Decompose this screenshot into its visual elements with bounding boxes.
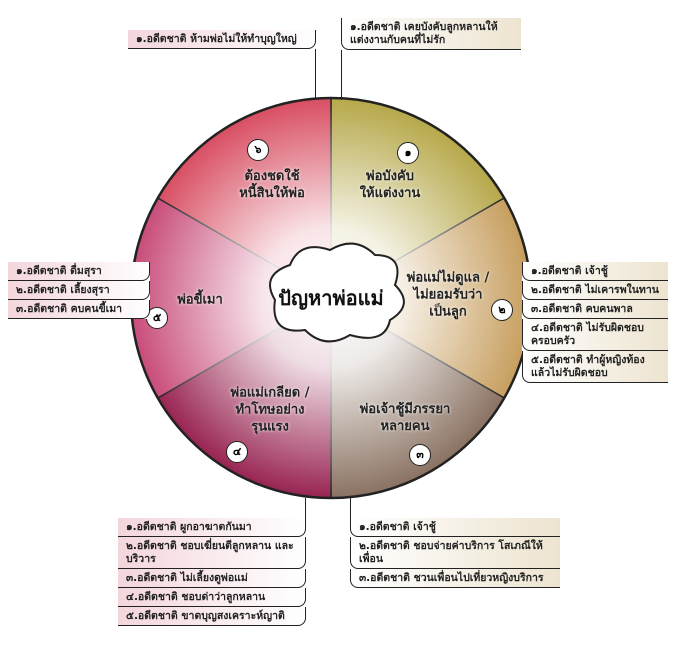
connector-1 — [341, 22, 342, 100]
cause-item: ๑.อดีตชาติ เคยบังคับลูกหลานให้ แต่งงานกั… — [341, 18, 521, 50]
cause-item: ๔.อดีตชาติ ไม่รับผิดชอบ ครอบครัว — [522, 319, 668, 351]
connector-6 — [315, 30, 316, 100]
cause-item: ๒.อดีตชาติ ไม่เคารพในทาน — [522, 281, 668, 300]
sector-label-line: พ่อแม่ไม่ดูแล / — [406, 270, 490, 286]
sector-number-3: ๓ — [409, 444, 431, 466]
cause-item: ๑.อดีตชาติ ผูกอาฆาตกันมา — [118, 518, 306, 537]
sector-label-line: ให้แต่งงาน — [359, 186, 421, 201]
sector-number-6: ๖ — [247, 139, 269, 161]
sector-label-3: พ่อเจ้าชู้มีภรรยาหลายคน — [360, 401, 451, 435]
sector-label-line: พ่อขี้เมา — [177, 292, 223, 308]
causes-sector-3: ๑.อดีตชาติ เจ้าชู้ ๒.อดีตชาติ ชอบจ่ายค่า… — [350, 518, 560, 588]
sector-label-line: พ่อบังคับ — [366, 169, 414, 184]
causes-sector-2: ๑.อดีตชาติ เจ้าชู้ ๒.อดีตชาติ ไม่เคารพใน… — [522, 262, 668, 383]
cause-item: ๕.อดีตชาติ ทำผู้หญิงท้อง แล้วไม่รับผิดชอ… — [522, 351, 668, 383]
sector-label-4: พ่อแม่เกลียด /ทำโทษอย่างรุนแรง — [231, 385, 310, 436]
sector-label-line: ทำโทษอย่าง — [235, 402, 305, 418]
cause-item: ๒.อดีตชาติ เลี้ยงสุรา — [8, 281, 150, 300]
cause-item: ๒.อดีตชาติ ชอบจ่ายค่าบริการ โสเภณีให้เพื… — [350, 537, 560, 569]
sector-label-line: หลายคน — [380, 419, 430, 434]
cause-item: ๓.อดีตชาติ ชวนเพื่อนไปเที่ยวหญิงบริการ — [350, 569, 560, 588]
sector-label-line: หนี้สินให้พ่อ — [239, 186, 305, 201]
sector-label-line: เป็นลูก — [429, 304, 467, 320]
cause-item: ๓.อดีตชาติ ไม่เลี้ยงดูพ่อแม่ — [118, 569, 306, 588]
sector-label-5: พ่อขี้เมา — [177, 292, 223, 309]
causes-sector-5: ๑.อดีตชาติ ดื่มสุรา ๒.อดีตชาติ เลี้ยงสุร… — [8, 262, 150, 319]
sector-number-1: ๑ — [397, 142, 419, 164]
sector-label-line: ต้องชดใช้ — [244, 169, 300, 184]
sector-label-line: รุนแรง — [251, 419, 289, 435]
cause-item: ๑.อดีตชาติ เจ้าชู้ — [522, 262, 668, 281]
center-title: ปัญหาพ่อแม่ — [278, 286, 384, 310]
causes-sector-4: ๑.อดีตชาติ ผูกอาฆาตกันมา ๒.อดีตชาติ ชอบเ… — [118, 518, 306, 626]
cause-item: ๕.อดีตชาติ ขาดบุญสงเคราะห์ญาติ — [118, 607, 306, 626]
cause-item: ๓.อดีตชาติ คบคนขี้เมา — [8, 300, 150, 319]
causes-sector-6: ๑.อดีตชาติ ห้ามพ่อไม่ให้ทำบุญใหญ่ — [128, 30, 316, 49]
cause-item: ๑.อดีตชาติ ห้ามพ่อไม่ให้ทำบุญใหญ่ — [128, 30, 316, 49]
cause-item: ๑.อดีตชาติ เจ้าชู้ — [350, 518, 560, 537]
sector-label-2: พ่อแม่ไม่ดูแล /ไม่ยอมรับว่าเป็นลูก — [407, 270, 490, 321]
sector-number-2: ๒ — [491, 299, 513, 321]
sector-label-line: ไม่ยอมรับว่า — [413, 287, 483, 303]
sector-label-line: พ่อเจ้าชู้มีภรรยา — [359, 402, 451, 417]
connector-4 — [305, 498, 306, 520]
sector-number-4: ๔ — [226, 441, 248, 463]
sector-label-line: พ่อแม่เกลียด / — [230, 385, 310, 401]
cause-item: ๑.อดีตชาติ ดื่มสุรา — [8, 262, 150, 281]
cause-item: ๔.อดีตชาติ ชอบด่าว่าลูกหลาน — [118, 588, 306, 607]
center-cloud — [269, 242, 405, 343]
cause-item: ๒.อดีตชาติ ชอบเฆี่ยนตีลูกหลาน และบริวาร — [118, 537, 306, 569]
cause-item: ๓.อดีตชาติ คบคนพาล — [522, 300, 668, 319]
sector-label-1: พ่อบังคับให้แต่งงาน — [360, 168, 421, 202]
causes-sector-1: ๑.อดีตชาติ เคยบังคับลูกหลานให้ แต่งงานกั… — [341, 18, 521, 50]
sector-label-6: ต้องชดใช้หนี้สินให้พ่อ — [239, 168, 305, 202]
connector-3 — [350, 498, 351, 520]
